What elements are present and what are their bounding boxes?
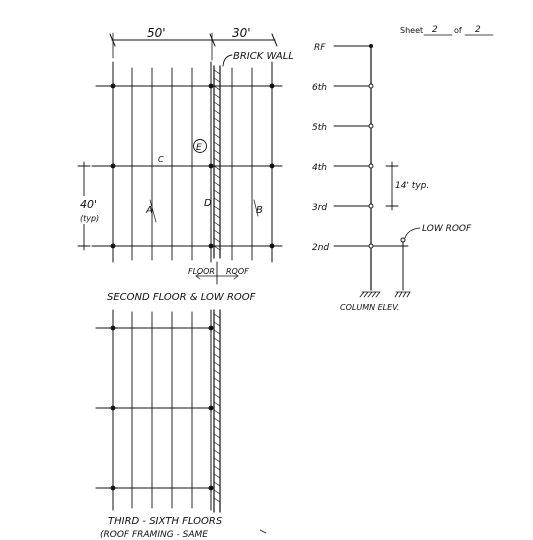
dim-40ft: 40' — [80, 198, 97, 211]
sheet-number: 2 — [432, 25, 438, 35]
sheet-of-label: of — [454, 26, 462, 35]
caption-third-sixth-line2: (ROOF FRAMING - SAME — [100, 530, 208, 540]
elevation-levels — [333, 44, 409, 249]
dim-50ft: 50' — [147, 26, 166, 40]
plan-third-sixth-floors: THIRD - SIXTH FLOORS (ROOF FRAMING - SAM… — [95, 309, 267, 540]
column-dots-lower — [110, 325, 214, 491]
level-3rd: 3rd — [312, 203, 327, 213]
label-d: D — [204, 198, 212, 209]
joists-right-bay — [231, 67, 253, 261]
brick-wall-label: BRICK WALL — [233, 51, 294, 62]
label-b: B — [256, 205, 263, 216]
caption-third-sixth-line1: THIRD - SIXTH FLOORS — [108, 516, 223, 527]
column-dots — [110, 83, 275, 249]
level-5th: 5th — [312, 123, 327, 133]
joists-left-bay — [131, 67, 193, 261]
level-rf: RF — [314, 43, 326, 53]
label-c: C — [158, 155, 164, 164]
brick-wall — [213, 65, 221, 259]
sheet-total: 2 — [475, 25, 481, 35]
brick-wall-lower — [213, 309, 221, 513]
dim-40ft-note: (typ) — [80, 214, 99, 223]
plan-second-floor: 50' 30' BRICK WALL — [77, 26, 294, 303]
level-6th: 6th — [312, 83, 327, 93]
girder-lines — [91, 85, 283, 247]
low-roof-column: LOW ROOF — [394, 224, 472, 298]
column-elevation: RF 6th 5th 4th 3rd 2nd 14' typ. LOW ROOF… — [312, 43, 472, 312]
label-e: E — [196, 143, 202, 153]
low-roof-label: LOW ROOF — [422, 224, 472, 234]
typ-height-label: 14' typ. — [395, 181, 429, 191]
level-2nd: 2nd — [312, 243, 329, 253]
joists-lower — [131, 311, 193, 509]
sheet-label: Sheet — [400, 26, 423, 35]
girder-lines-lower — [95, 327, 215, 489]
dim-30ft: 30' — [232, 26, 251, 40]
floor-roof-marker: FLOOR ROOF — [188, 261, 249, 285]
roof-label: ROOF — [226, 267, 249, 276]
caption-second-floor: SECOND FLOOR & LOW ROOF — [107, 292, 256, 303]
plan-top-dimension: 50' 30' — [109, 26, 278, 61]
level-4th: 4th — [312, 163, 327, 173]
sheet-number-block: Sheet 2 of 2 — [400, 25, 494, 36]
label-a: A — [145, 205, 153, 216]
dim-14ft-typ: 14' typ. — [385, 161, 429, 211]
floor-label: FLOOR — [188, 267, 215, 276]
dim-40ft-typ: 40' (typ) — [77, 161, 100, 251]
caption-column-elev: COLUMN ELEV. — [340, 303, 399, 312]
